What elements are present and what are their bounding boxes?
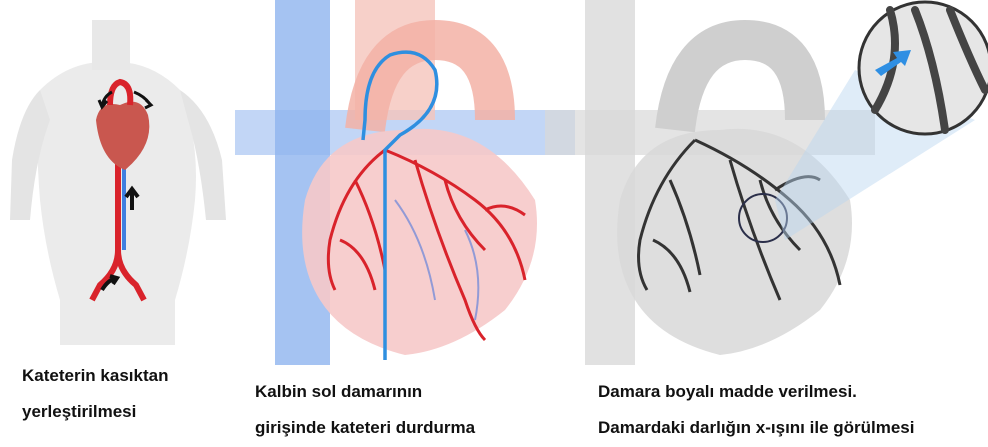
- caption-3-line-2: Damardaki darlığın x-ışını ile görülmesi: [598, 410, 914, 446]
- panel-heart-catheter: [235, 0, 575, 365]
- caption-1-line-2: yerleştirilmesi: [22, 394, 168, 430]
- panel-xray: [545, 0, 988, 365]
- caption-panel-3: Damara boyalı madde verilmesi. Damardaki…: [598, 374, 914, 446]
- caption-2-line-1: Kalbin sol damarının: [255, 374, 475, 410]
- caption-2-line-2: girişinde kateteri durdurma: [255, 410, 475, 446]
- caption-1-line-1: Kateterin kasıktan: [22, 358, 168, 394]
- heart-illustration: [235, 0, 575, 365]
- caption-panel-1: Kateterin kasıktan yerleştirilmesi: [22, 358, 168, 430]
- caption-3-line-1: Damara boyalı madde verilmesi.: [598, 374, 914, 410]
- body-illustration: [0, 0, 240, 345]
- caption-panel-2: Kalbin sol damarının girişinde kateteri …: [255, 374, 475, 446]
- xray-illustration: [545, 0, 988, 365]
- panel-body-catheter: [0, 0, 240, 345]
